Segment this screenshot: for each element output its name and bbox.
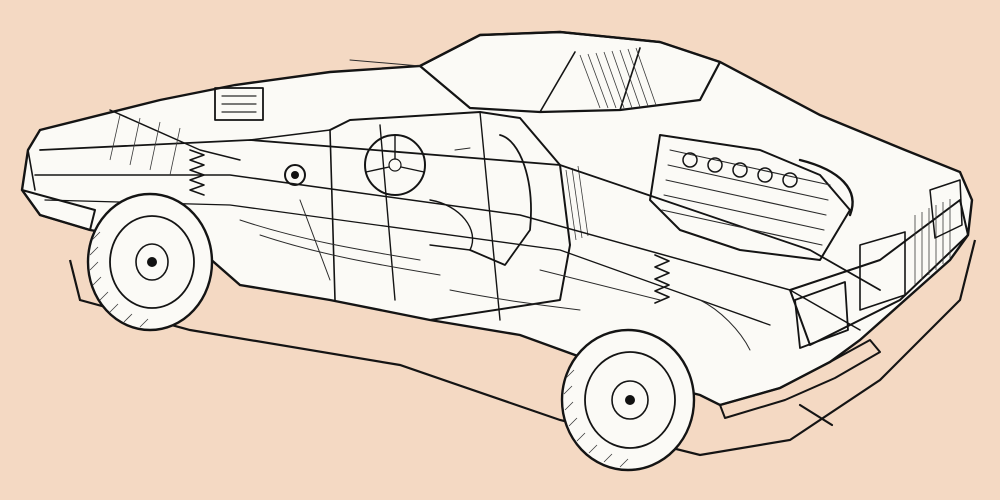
front-wheel <box>86 192 214 332</box>
engine-bay <box>649 134 854 304</box>
rear-bumper <box>719 339 881 419</box>
chassis-detail-lines <box>239 59 751 351</box>
roof-frame <box>418 30 722 114</box>
side-intake <box>565 165 589 241</box>
exhaust-pipe <box>798 403 834 427</box>
tail-section <box>789 179 969 427</box>
front-compartment <box>109 87 306 196</box>
cockpit <box>364 134 532 266</box>
door-frame <box>249 111 589 321</box>
front-nose <box>21 149 96 231</box>
front-spring <box>189 149 205 196</box>
rear-wheel <box>560 328 696 472</box>
rear-spring <box>654 254 670 304</box>
